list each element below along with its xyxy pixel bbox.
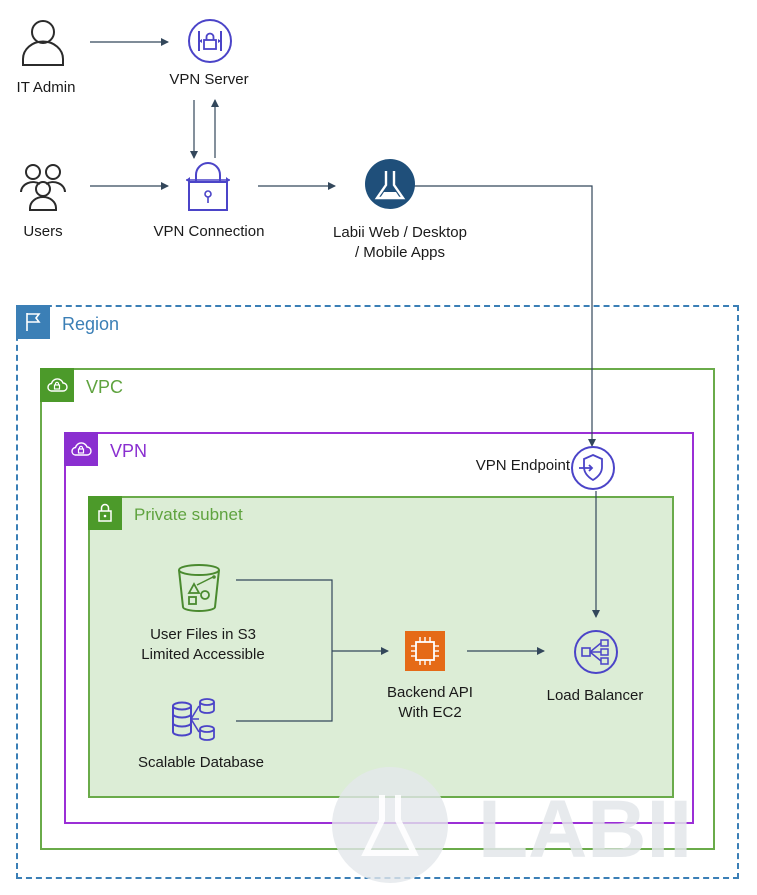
labii-watermark: LABII bbox=[330, 765, 750, 890]
it-admin-label: IT Admin bbox=[16, 79, 76, 96]
cloud-lock-icon bbox=[64, 432, 98, 466]
user-files-label: User Files in S3 Limited Accessible bbox=[141, 626, 265, 663]
lock-icon bbox=[88, 496, 122, 530]
flag-icon bbox=[16, 305, 50, 339]
vpn-endpoint-label: VPN Endpoint bbox=[475, 457, 570, 474]
watermark-text: LABII bbox=[478, 784, 692, 875]
region-label: Region bbox=[62, 314, 120, 334]
private-subnet-label: Private subnet bbox=[134, 505, 243, 524]
vpn-connection-label: VPN Connection bbox=[153, 223, 265, 240]
vpn-label: VPN bbox=[110, 441, 148, 461]
vpc-label: VPC bbox=[86, 377, 124, 397]
load-balancer-icon bbox=[573, 629, 619, 680]
ec2-chip-icon bbox=[405, 631, 445, 676]
vpn-endpoint-icon bbox=[570, 445, 616, 496]
load-balancer-label: Load Balancer bbox=[546, 687, 644, 704]
users-label: Users bbox=[23, 223, 63, 240]
labii-apps-label: Labii Web / Desktop / Mobile Apps bbox=[333, 224, 467, 261]
database-icon bbox=[170, 696, 220, 749]
flask-icon bbox=[364, 158, 416, 215]
vpn-connection-icon bbox=[185, 162, 231, 217]
backend-api-label: Backend API With EC2 bbox=[387, 684, 473, 721]
scalable-database-label: Scalable Database bbox=[138, 754, 264, 771]
cloud-lock-icon bbox=[40, 368, 74, 402]
users-group-icon bbox=[18, 162, 68, 217]
vpn-server-icon bbox=[187, 18, 233, 69]
s3-bucket-icon bbox=[175, 563, 223, 618]
vpn-server-label: VPN Server bbox=[169, 71, 249, 88]
user-icon bbox=[20, 17, 66, 72]
